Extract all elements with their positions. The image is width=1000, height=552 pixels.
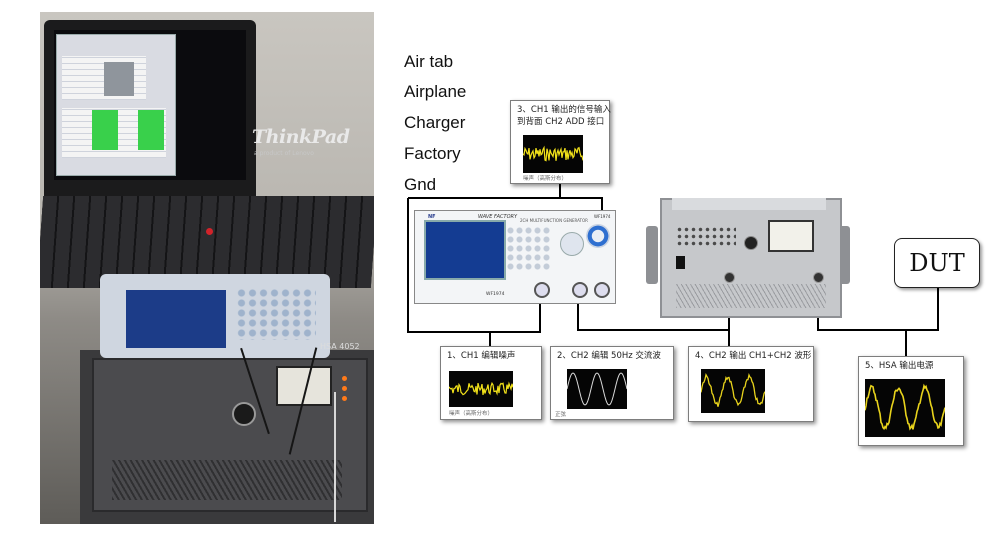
generator-keypad[interactable] [506, 226, 552, 272]
setup-photo: ThinkPad a product of Lenovo HSA 4052 [40, 12, 374, 524]
ch1-output-connector[interactable] [534, 282, 550, 298]
wire-ch1-to-ch2-add [408, 197, 603, 214]
amplifier-button-array[interactable] [676, 226, 736, 248]
photo-generator-keypad [236, 288, 316, 340]
photo-amplifier-knob [232, 402, 256, 426]
callout-step1: 1、CH1 编辑噪声 噪声（高斯分布） [440, 346, 542, 420]
scope-noise-step3 [523, 135, 583, 173]
power-cable [334, 392, 336, 522]
generator-series-title: WAVE FACTORY [478, 214, 518, 220]
callout-step4-text: 4、CH2 输出 CH1+CH2 波形 [695, 351, 812, 361]
amplifier-grille [676, 284, 826, 308]
photo-amplifier-label: HSA 4052 [320, 342, 360, 351]
generator-rotary-dial[interactable] [586, 224, 610, 248]
generator-nav-pad[interactable] [560, 232, 584, 256]
software-table-top-block [104, 62, 134, 96]
callout-step2-caption: 正弦 [555, 412, 567, 418]
callout-step3-caption: 噪声（高斯分布） [523, 176, 568, 182]
amplifier-gain-knob[interactable] [744, 236, 758, 250]
pass-column-2 [138, 110, 164, 150]
generator-subtitle: 2CH MULTIFUNCTION GENERATOR [520, 218, 588, 223]
callout-step1-text: 1、CH1 编辑噪声 [447, 351, 516, 361]
dut-box: DUT [894, 238, 980, 288]
scope-sum-step4 [701, 369, 765, 413]
ch2-sync-connector[interactable] [594, 282, 610, 298]
trackpoint [206, 228, 213, 235]
amplifier-handle-left [646, 226, 658, 284]
laptop-brand-subtitle: a product of Lenovo [254, 150, 314, 157]
layer-factory[interactable]: Factory [404, 144, 461, 163]
callout-step3-line2: 到背面 CH2 ADD 接口 [517, 117, 605, 127]
status-led [342, 376, 347, 381]
callout-step5: 5、HSA 输出电源 [858, 356, 964, 446]
scope-output-step5 [865, 379, 945, 437]
wire-ch1-loop [407, 198, 541, 333]
amplifier-meter [768, 220, 814, 252]
callout-step1-caption: 噪声（高斯分布） [449, 411, 494, 417]
generator-model-footer: WF1974 [486, 292, 505, 297]
callout-step4: 4、CH2 输出 CH1+CH2 波形 [688, 346, 814, 422]
layer-airplane[interactable]: Airplane [404, 82, 467, 101]
callout-step3: 3、CH1 输出的信号输入 到背面 CH2 ADD 接口 噪声（高斯分布） [510, 100, 611, 184]
layer-gnd[interactable]: Gnd [404, 175, 437, 194]
scope-noise-step1 [449, 371, 513, 407]
laptop-brand-logo: ThinkPad [252, 126, 350, 148]
layer-charger[interactable]: Charger [404, 113, 466, 132]
amplifier-input-connector[interactable] [724, 272, 735, 283]
callout-step5-text: 5、HSA 输出电源 [865, 361, 934, 371]
photo-amplifier-meter [276, 366, 332, 406]
photo-generator-screen [126, 290, 226, 348]
generator-display [424, 220, 506, 280]
callout-step2-text: 2、CH2 编辑 50Hz 交流波 [557, 351, 661, 361]
scope-sine-step2 [567, 369, 627, 409]
pass-column-1 [92, 110, 118, 150]
generator-brand: NF [428, 214, 436, 220]
status-led [342, 386, 347, 391]
amplifier-top-panel [672, 198, 826, 210]
amplifier-output-connector[interactable] [813, 272, 824, 283]
photo-amplifier-grille [112, 460, 342, 500]
callout-step2: 2、CH2 编辑 50Hz 交流波 正弦 [550, 346, 674, 420]
callout-step3-line1: 3、CH1 输出的信号输入 [517, 105, 611, 115]
ch2-output-connector[interactable] [572, 282, 588, 298]
status-led [342, 396, 347, 401]
layer-air-tab[interactable]: Air tab [404, 52, 454, 71]
amplifier-power-switch[interactable] [676, 256, 685, 269]
generator-model: WF1974 [594, 214, 611, 219]
